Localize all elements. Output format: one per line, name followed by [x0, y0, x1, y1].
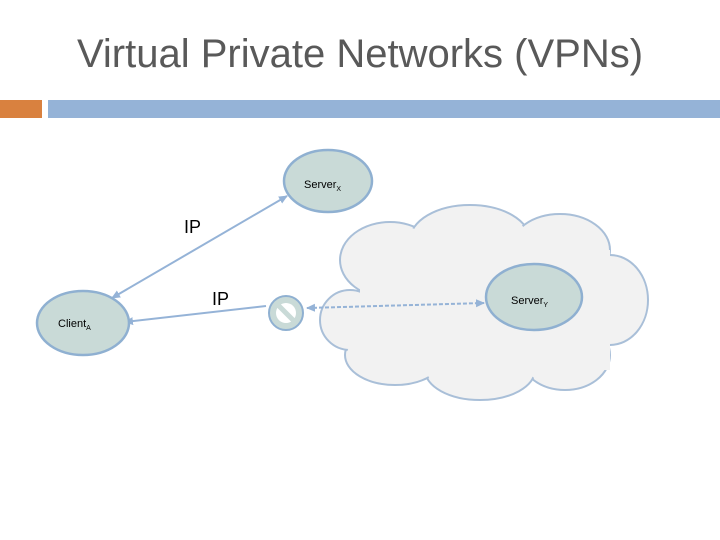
- ip-label-bottom: IP: [212, 289, 229, 309]
- network-cloud: [319, 204, 649, 401]
- server-x-label: Server: [304, 179, 337, 191]
- server-x-subscript: X: [336, 186, 341, 193]
- svg-text:ClientA: ClientA: [58, 318, 91, 332]
- server-y-node: ServerY: [484, 262, 584, 332]
- svg-text:ServerY: ServerY: [511, 295, 548, 309]
- arrow-client-to-server-x: [111, 195, 288, 299]
- accent-bar-orange: [0, 100, 42, 118]
- prohibited-gateway-icon: [268, 295, 304, 331]
- server-y-subscript: Y: [543, 302, 548, 309]
- server-x-node: ServerX: [282, 148, 374, 214]
- client-a-subscript: A: [86, 325, 91, 332]
- client-a-label: Client: [58, 318, 86, 330]
- arrow-gateway-to-server-y: [306, 299, 485, 312]
- svg-text:ServerX: ServerX: [304, 179, 341, 193]
- accent-bar-blue: [48, 100, 720, 118]
- ip-label-top: IP: [184, 217, 201, 237]
- client-a-node: ClientA: [35, 289, 131, 357]
- server-y-label: Server: [511, 295, 544, 307]
- slide-title: Virtual Private Networks (VPNs): [76, 32, 644, 76]
- arrow-client-to-gateway: [124, 305, 267, 326]
